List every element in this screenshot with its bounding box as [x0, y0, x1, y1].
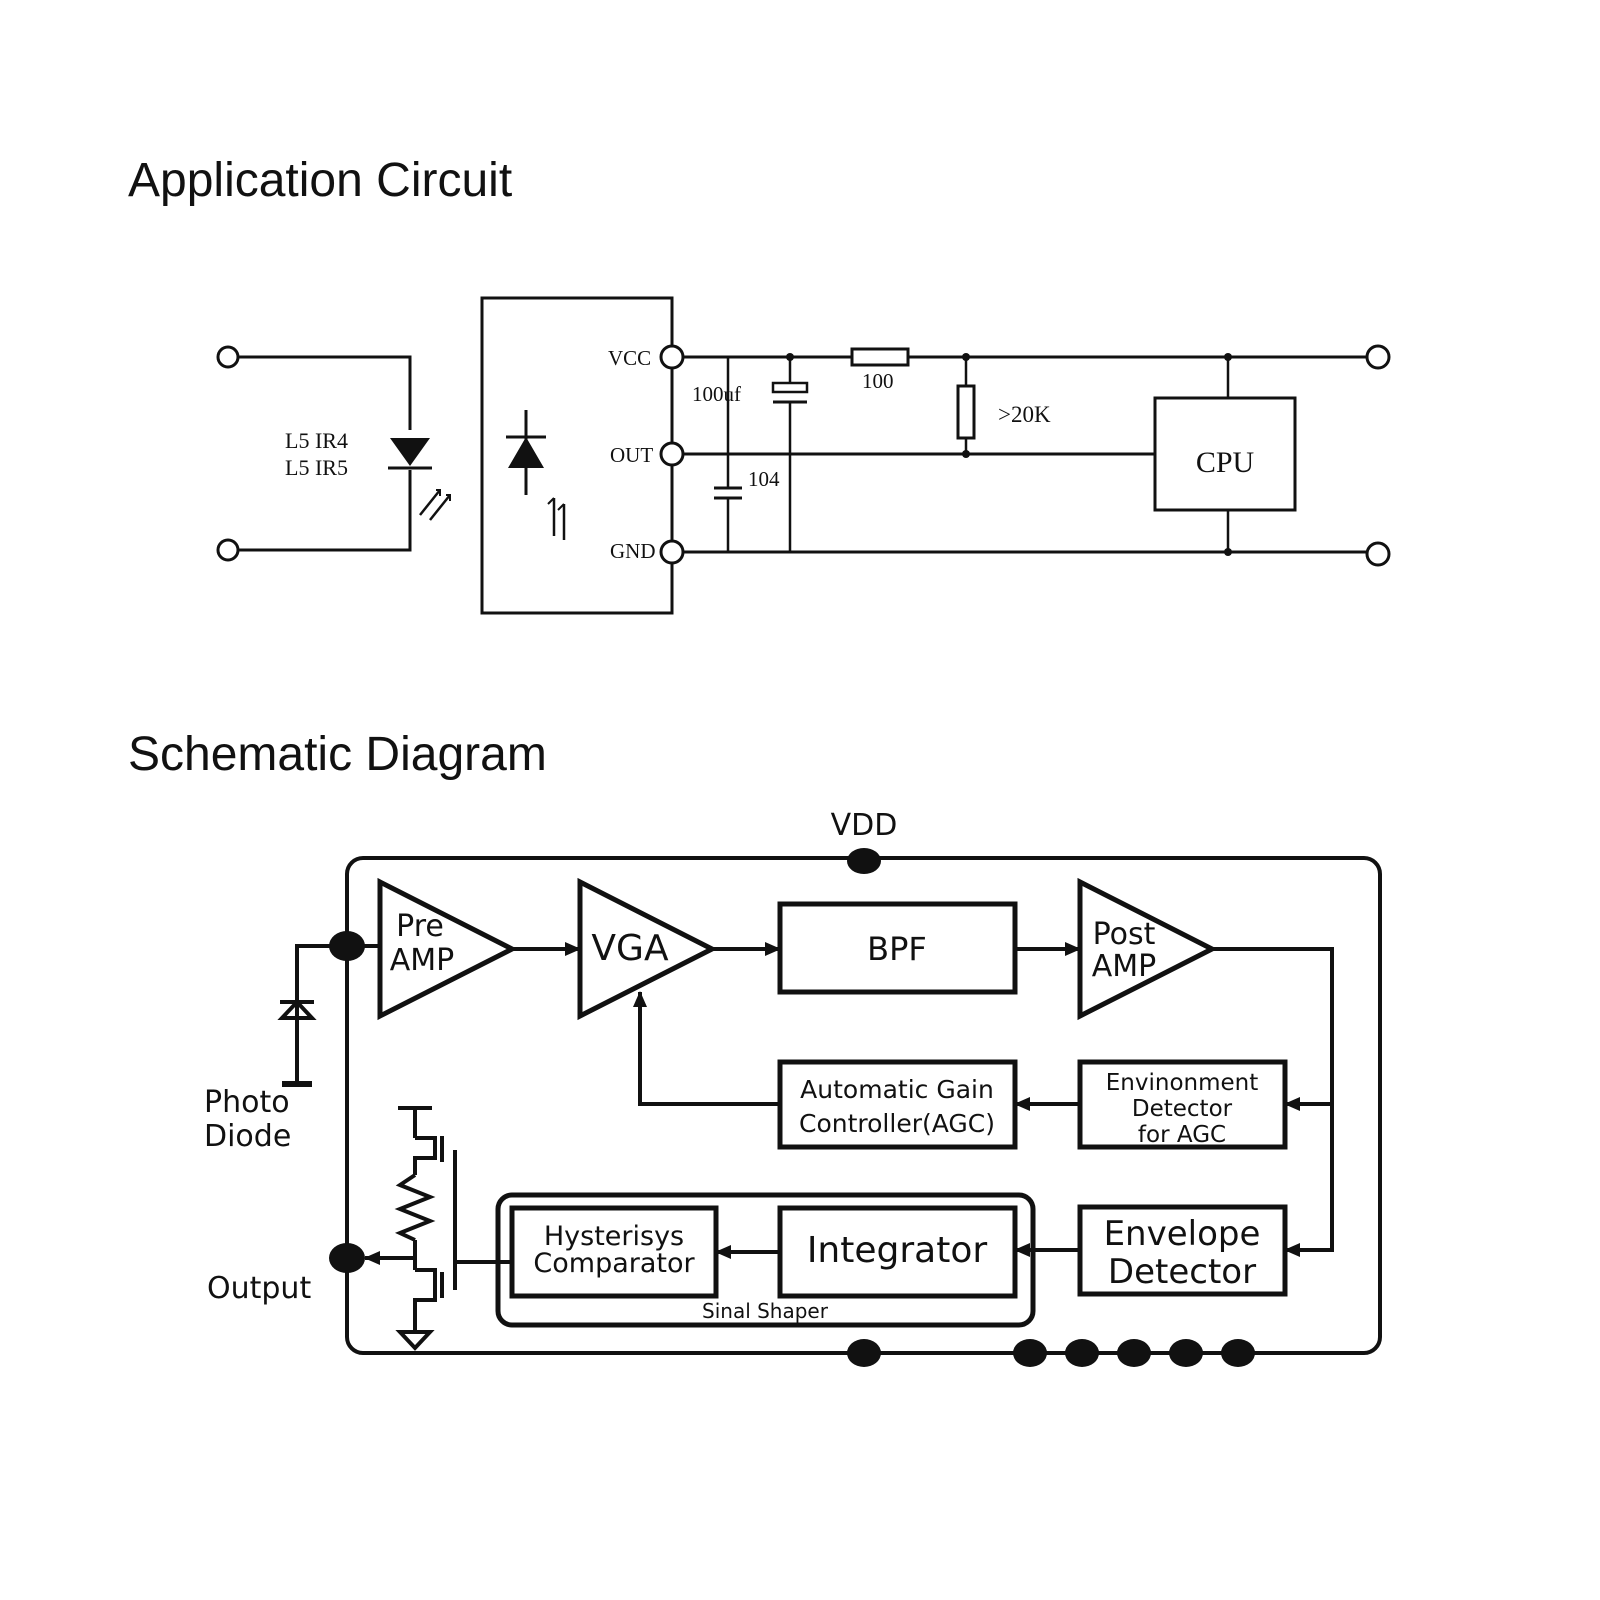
led-anode-wire — [238, 355, 412, 430]
cpu-label: CPU — [1196, 446, 1255, 479]
pre-amp-label-1: Pre — [396, 909, 444, 944]
agc-to-vga-arrow — [633, 991, 780, 1106]
agc-label-1: Automatic Gain — [800, 1075, 994, 1104]
terminal-left-top — [216, 345, 240, 369]
junction-dot — [962, 450, 970, 458]
pin-out-terminal — [659, 441, 685, 467]
output-pin — [329, 1243, 365, 1273]
capacitor-100uf-label: 100uf — [692, 382, 741, 406]
electrolytic-capacitor-icon — [771, 357, 809, 552]
bottom-pin — [1065, 1339, 1099, 1367]
photo-diode-icon — [277, 944, 347, 1087]
resistor-pullup-label: >20K — [998, 402, 1051, 427]
pin-out-label: OUT — [610, 443, 653, 467]
ceramic-capacitor-icon — [714, 357, 742, 552]
led-label-ir4: L5 IR4 — [285, 428, 348, 453]
pre-amp-block — [377, 877, 518, 1021]
resistor-100-icon — [850, 347, 910, 367]
hysteresis-comparator-block — [509, 1205, 719, 1299]
terminal-right-top — [1365, 344, 1391, 370]
env-agc-label-3: for AGC — [1138, 1122, 1226, 1148]
post-amp-label-1: Post — [1093, 917, 1156, 952]
schematic-diagram: VDD Pre AMP VGA BPF Post AMP Envinonment… — [204, 808, 1382, 1367]
bottom-pin — [1169, 1339, 1203, 1367]
junction-dot — [1224, 548, 1232, 556]
bottom-pin — [1013, 1339, 1047, 1367]
env-agc-label-2: Detector — [1132, 1096, 1233, 1122]
bottom-pin — [1117, 1339, 1151, 1367]
capacitor-104-label: 104 — [748, 467, 780, 491]
sinal-shaper-label: Sinal Shaper — [702, 1299, 829, 1323]
vga-block — [577, 877, 718, 1021]
vdd-label: VDD — [831, 808, 898, 843]
output-label: Output — [207, 1271, 311, 1306]
pin-gnd-terminal — [659, 539, 685, 565]
photo-diode-label-2: Diode — [204, 1119, 291, 1154]
resistor-pullup-icon — [956, 357, 976, 454]
application-circuit: L5 IR4 L5 IR5 VCC OUT GND — [216, 296, 1391, 615]
led-label-ir5: L5 IR5 — [285, 455, 348, 480]
photo-diode-label-1: Photo — [204, 1085, 290, 1120]
cpu-box — [1153, 396, 1297, 512]
terminal-right-bottom — [1365, 541, 1391, 567]
hyst-label-2: Comparator — [533, 1248, 695, 1279]
post-amp-block — [1077, 877, 1218, 1021]
pre-amp-label-2: AMP — [390, 943, 455, 978]
schematic-diagram-title: Schematic Diagram — [128, 728, 547, 781]
post-amp-label-2: AMP — [1092, 949, 1157, 984]
junction-dot — [962, 353, 970, 361]
envelope-label-2: Detector — [1108, 1252, 1256, 1292]
postamp-to-envelope-wire — [1212, 947, 1334, 1257]
hyst-label-1: Hysterisys — [544, 1221, 684, 1252]
junction-dot — [1224, 353, 1232, 361]
env-agc-label-1: Envinonment — [1106, 1070, 1259, 1096]
bpf-label: BPF — [867, 930, 927, 968]
vga-label: VGA — [591, 928, 669, 969]
pin-vcc-terminal — [659, 344, 685, 370]
resistor-100-label: 100 — [862, 369, 894, 393]
junction-dot — [786, 353, 794, 361]
bottom-pin — [1221, 1339, 1255, 1367]
output-driver-icon — [394, 1106, 457, 1351]
vdd-pin — [847, 848, 881, 874]
ir-led-icon — [388, 438, 451, 521]
terminal-left-bottom — [216, 538, 240, 562]
led-cathode-wire — [238, 470, 412, 552]
envelope-label-1: Envelope — [1104, 1214, 1261, 1254]
pin-gnd-label: GND — [610, 539, 656, 563]
pin-vcc-label: VCC — [608, 346, 651, 370]
gnd-pin — [847, 1339, 881, 1367]
photodiode-icon — [506, 410, 566, 540]
integrator-label: Integrator — [807, 1230, 988, 1271]
application-circuit-title: Application Circuit — [128, 154, 512, 207]
agc-label-2: Controller(AGC) — [799, 1109, 995, 1138]
